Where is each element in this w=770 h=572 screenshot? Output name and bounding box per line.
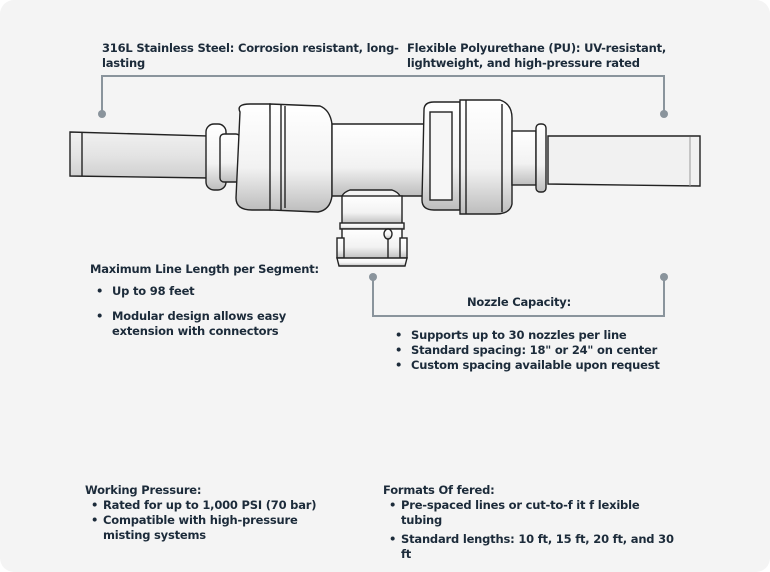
left-collar bbox=[205, 123, 241, 191]
callout-steel-text: 316L Stainless Steel: Corrosion resistan… bbox=[102, 41, 399, 70]
line-length-item: Up to 98 feet bbox=[90, 284, 340, 299]
formats-heading: Formats Of fered: bbox=[383, 483, 495, 497]
left-steel-tube bbox=[69, 131, 211, 179]
right-compression-nut bbox=[421, 99, 513, 215]
tee-body bbox=[331, 123, 425, 197]
nozzle-capacity-heading: Nozzle Capacity: bbox=[467, 295, 572, 309]
right-pu-tube bbox=[547, 135, 701, 187]
line-length-item: Modular design allows easy extension wit… bbox=[90, 309, 312, 339]
leader-line-polyurethane bbox=[385, 75, 668, 118]
leader-line-nozzle bbox=[369, 273, 668, 317]
callout-working-pressure: Working Pressure: Rated for up to 1,000 … bbox=[85, 483, 345, 543]
nozzle-capacity-item: Custom spacing available upon request bbox=[389, 358, 689, 373]
formats-item: Pre-spaced lines or cut-to-f it f lexibl… bbox=[383, 498, 656, 528]
formats-item: Standard lengths: 10 ft, 15 ft, 20 ft, a… bbox=[383, 532, 683, 562]
line-length-heading: Maximum Line Length per Segment: bbox=[90, 262, 319, 276]
nozzle-capacity-item: Supports up to 30 nozzles per line bbox=[389, 328, 689, 343]
callout-formats: Formats Of fered: Pre-spaced lines or cu… bbox=[383, 483, 683, 562]
working-pressure-item: Compatible with high-pressure misting sy… bbox=[85, 513, 303, 543]
callout-steel: 316L Stainless Steel: Corrosion resistan… bbox=[102, 41, 402, 71]
leader-line-steel bbox=[98, 75, 385, 118]
right-collar bbox=[511, 123, 547, 193]
callout-polyurethane: Flexible Polyurethane (PU): UV-resistant… bbox=[407, 41, 707, 71]
callout-polyurethane-text: Flexible Polyurethane (PU): UV-resistant… bbox=[407, 41, 667, 70]
nozzle-capacity-item: Standard spacing: 18" or 24" on center bbox=[389, 343, 689, 358]
tee-branch-outlet bbox=[336, 195, 408, 267]
callout-line-length: Maximum Line Length per Segment: Up to 9… bbox=[90, 262, 340, 339]
working-pressure-item: Rated for up to 1,000 PSI (70 bar) bbox=[85, 498, 345, 513]
callout-nozzle-capacity: Supports up to 30 nozzles per line Stand… bbox=[389, 328, 689, 373]
working-pressure-heading: Working Pressure: bbox=[85, 483, 202, 497]
left-compression-nut bbox=[235, 103, 333, 213]
